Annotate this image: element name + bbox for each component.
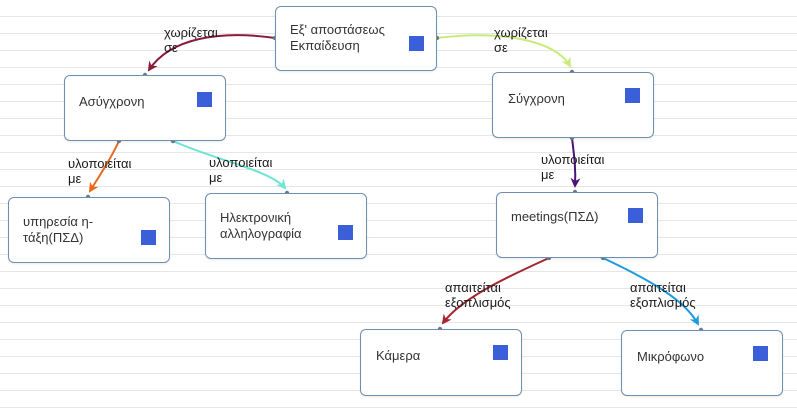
edge-root-async (147, 34, 276, 72)
node-label: Κάμερα (376, 348, 421, 363)
edge-label-root-sync: χωρίζεται σε (494, 25, 548, 55)
edge-label-meetings-camera: απαιτείται εξοπλισμός (445, 280, 511, 310)
node-email[interactable]: Ηλεκτρονική αλληλογραφία (205, 193, 367, 259)
edge-root-sync (436, 34, 572, 68)
edge-label-async-etaxi: υλοποιείται με (68, 156, 132, 186)
node-marker-icon (197, 92, 212, 107)
edge-label-meetings-mic: απαιτείται εξοπλισμός (630, 280, 696, 310)
node-etaxi-service[interactable]: υπηρεσία η- τάξη(ΠΣΔ) (8, 197, 170, 263)
node-label: Μικρόφωνο (637, 349, 705, 364)
node-marker-icon (625, 88, 640, 103)
node-marker-icon (338, 225, 353, 240)
node-marker-icon (493, 345, 508, 360)
node-distance-education[interactable]: Εξ' αποστάσεως Εκπαίδευση (275, 6, 437, 71)
node-marker-icon (409, 36, 424, 51)
edge-sync-meetings (570, 137, 581, 188)
node-camera[interactable]: Κάμερα (360, 329, 522, 396)
node-label: Σύγχρονη (508, 91, 565, 106)
edge-async-email (172, 140, 287, 190)
node-marker-icon (628, 208, 643, 223)
edge-async-etaxi (88, 140, 120, 193)
edge-label-root-async: χωρίζεται σε (164, 25, 218, 55)
node-label: meetings(ΠΣΔ) (511, 209, 599, 224)
node-synchronous[interactable]: Σύγχρονη (492, 72, 654, 138)
node-meetings[interactable]: meetings(ΠΣΔ) (496, 192, 658, 258)
node-label: Ασύγχρονη (79, 94, 145, 109)
node-label: Ηλεκτρονική αλληλογραφία (220, 210, 302, 241)
node-asynchronous[interactable]: Ασύγχρονη (64, 75, 226, 141)
node-marker-icon (753, 346, 768, 361)
edge-label-async-email: υλοποιείται με (209, 155, 273, 185)
edge-meetings-mic (602, 257, 699, 326)
node-label: Εξ' αποστάσεως Εκπαίδευση (290, 22, 385, 53)
node-label: υπηρεσία η- τάξη(ΠΣΔ) (23, 214, 94, 245)
edge-meetings-camera (441, 257, 550, 325)
edge-label-sync-meetings: υλοποιείται με (541, 152, 605, 182)
node-microphone[interactable]: Μικρόφωνο (621, 330, 783, 396)
node-marker-icon (141, 230, 156, 245)
